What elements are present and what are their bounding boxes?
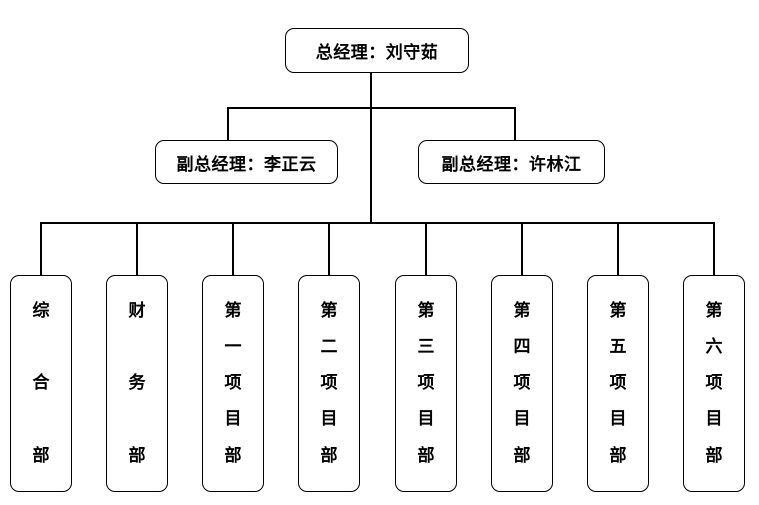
dept-label-char: 部 <box>224 445 242 466</box>
dept-label-char: 合 <box>32 373 50 393</box>
dept-label-char: 目 <box>417 409 435 430</box>
dept-label-char: 第 <box>705 300 723 321</box>
node-dept-project-5: 第五项目部 <box>587 275 649 492</box>
dept-label-char: 项 <box>224 373 242 393</box>
dept-label: 财务部 <box>128 300 146 466</box>
node-deputy-manager-xu: 副总经理：许林江 <box>418 140 605 184</box>
connector-dept-horizontal <box>41 222 715 224</box>
connector-dept-drop-6 <box>521 222 523 275</box>
connector-dept-drop-4 <box>328 222 330 275</box>
dept-label: 综合部 <box>32 300 50 466</box>
connector-dept-drop-2 <box>136 222 138 275</box>
dept-label-char: 项 <box>705 373 723 393</box>
dept-label: 第一项目部 <box>224 300 242 466</box>
dept-label: 第五项目部 <box>609 300 627 466</box>
dept-label-char: 项 <box>320 373 338 393</box>
dept-label-char: 四 <box>513 336 531 357</box>
node-dept-project-2: 第二项目部 <box>298 275 360 492</box>
dept-label-char: 项 <box>513 373 531 393</box>
dept-label-char: 第 <box>224 300 242 321</box>
node-dept-project-4: 第四项目部 <box>491 275 553 492</box>
dept-label-char: 部 <box>320 445 338 466</box>
dept-label-char: 目 <box>320 409 338 430</box>
dept-label: 第四项目部 <box>513 300 531 466</box>
connector-deputy-left-drop <box>227 107 229 140</box>
dept-label-char: 五 <box>609 336 627 357</box>
dept-label-char: 财 <box>128 300 146 321</box>
node-general-manager: 总经理：刘守茹 <box>285 28 469 73</box>
dept-label-char: 部 <box>128 445 146 466</box>
dept-label-char: 一 <box>224 336 242 357</box>
dept-label: 第六项目部 <box>705 300 723 466</box>
dept-label-char: 第 <box>513 300 531 321</box>
dept-label-char: 部 <box>609 445 627 466</box>
node-dept-project-1: 第一项目部 <box>202 275 264 492</box>
dept-label-char: 第 <box>609 300 627 321</box>
dept-label-char: 部 <box>417 445 435 466</box>
connector-deputy-right-drop <box>514 107 516 140</box>
dept-label-char: 务 <box>128 373 146 393</box>
dept-label-char: 三 <box>417 336 435 357</box>
connector-dept-drop-5 <box>425 222 427 275</box>
dept-label-char: 目 <box>705 409 723 430</box>
node-dept-general-affairs: 综合部 <box>10 275 72 492</box>
dept-label-char: 项 <box>417 373 435 393</box>
connector-trunk-vertical <box>370 72 372 223</box>
deputy-manager-li-label: 副总经理：李正云 <box>176 154 317 175</box>
node-deputy-manager-li: 副总经理：李正云 <box>155 140 338 184</box>
connector-deputy-horizontal <box>227 107 516 109</box>
connector-dept-drop-7 <box>617 222 619 275</box>
connector-dept-drop-8 <box>713 222 715 275</box>
dept-label-char: 目 <box>609 409 627 430</box>
dept-label: 第三项目部 <box>417 300 435 466</box>
node-dept-project-3: 第三项目部 <box>395 275 457 492</box>
dept-label-char: 目 <box>513 409 531 430</box>
connector-dept-drop-3 <box>232 222 234 275</box>
dept-label-char: 二 <box>320 336 338 357</box>
dept-label-char: 部 <box>705 445 723 466</box>
dept-label: 第二项目部 <box>320 300 338 466</box>
dept-label-char: 目 <box>224 409 242 430</box>
dept-label-char: 第 <box>417 300 435 321</box>
dept-label-char: 部 <box>32 445 50 466</box>
deputy-manager-xu-label: 副总经理：许林江 <box>441 154 582 175</box>
general-manager-label: 总经理：刘守茹 <box>315 43 439 63</box>
node-dept-project-6: 第六项目部 <box>683 275 745 492</box>
dept-label-char: 部 <box>513 445 531 466</box>
connector-dept-drop-1 <box>40 222 42 275</box>
dept-label-char: 综 <box>32 300 50 321</box>
dept-label-char: 第 <box>320 300 338 321</box>
dept-label-char: 六 <box>705 336 723 357</box>
node-dept-finance: 财务部 <box>106 275 168 492</box>
dept-label-char: 项 <box>609 373 627 393</box>
